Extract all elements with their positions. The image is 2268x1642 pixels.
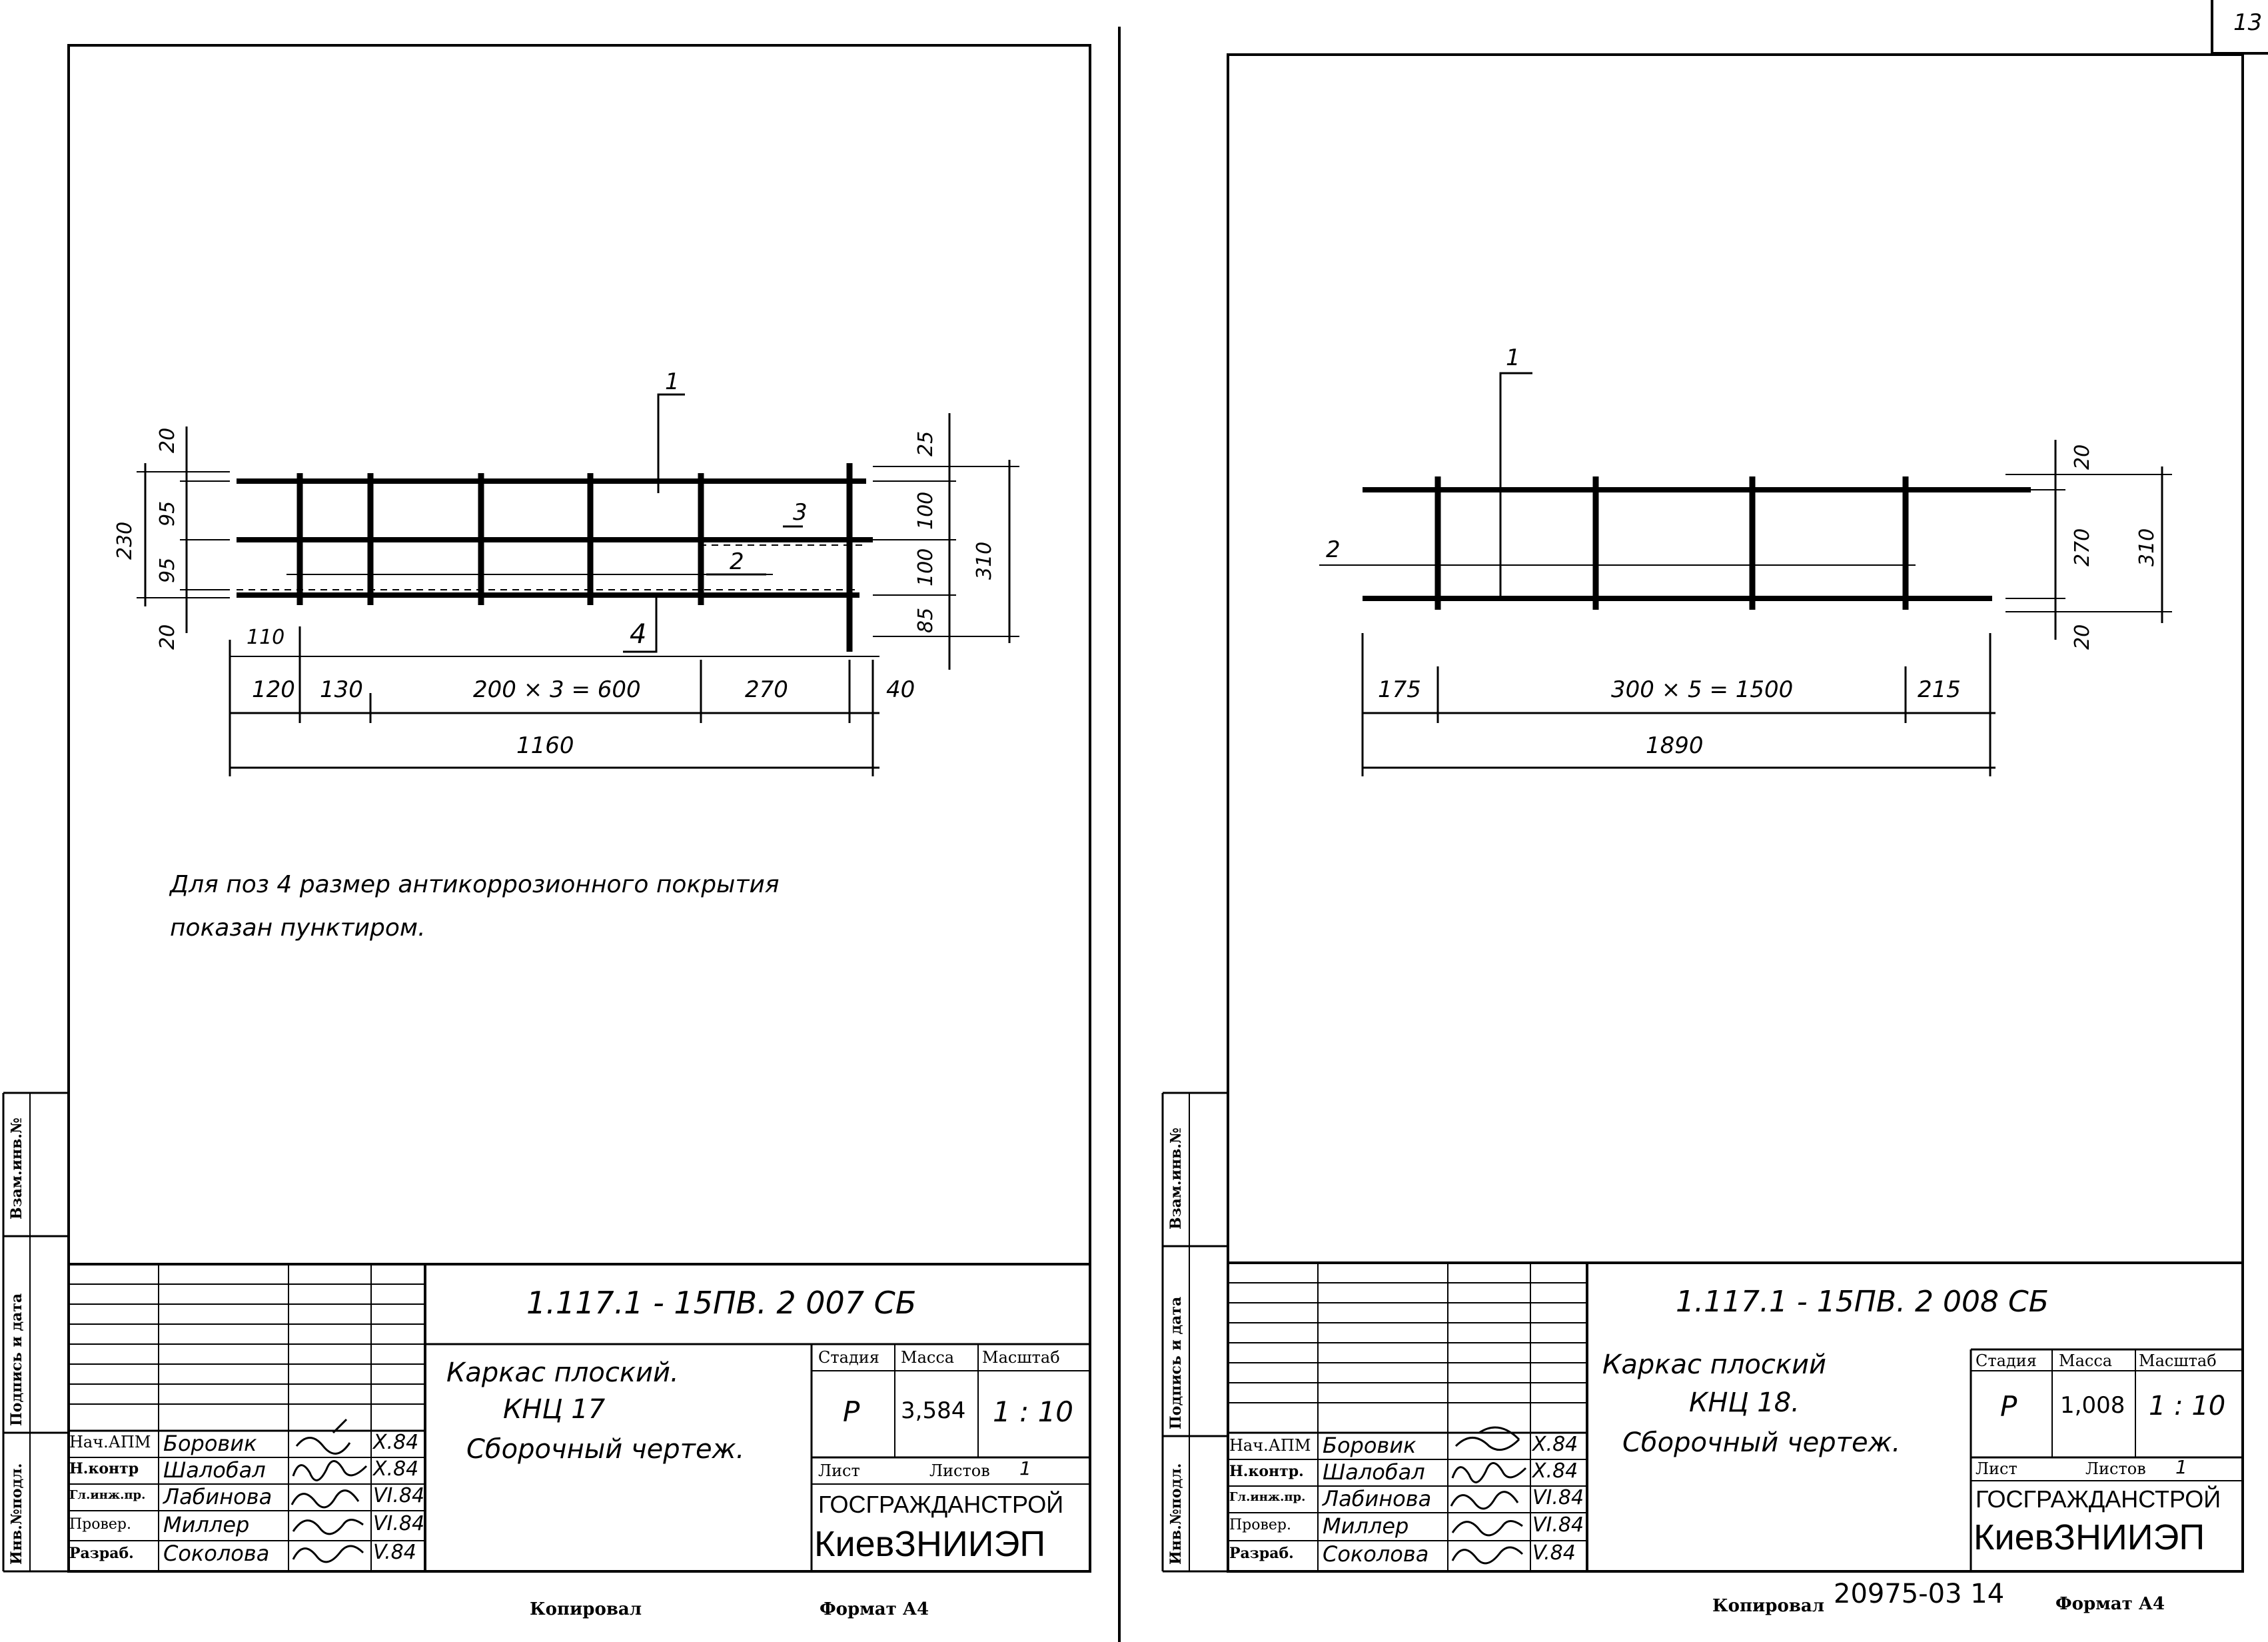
drawing-designation: 1.117.1 - 15ПВ. 2 008 СБ — [1676, 1285, 2049, 1319]
dim-label: 110 — [247, 626, 285, 649]
signatures-left — [290, 1418, 368, 1563]
signer-date: VI.84 — [1532, 1513, 1584, 1537]
leader-label: 2 — [1326, 536, 1341, 563]
signer-role: Провер. — [1229, 1517, 1291, 1533]
signer-name: Лабинова — [163, 1484, 273, 1509]
signer-date: X.84 — [1532, 1459, 1578, 1483]
dim-label: 1890 — [1646, 732, 1704, 759]
dim-label: 40 — [886, 676, 915, 703]
mass-value: 3,584 — [901, 1397, 966, 1424]
footer-format-label: Формат А4 — [820, 1599, 929, 1619]
signer-date: VI.84 — [373, 1484, 425, 1507]
stage-value: Р — [2000, 1390, 2017, 1423]
leader-label: 4 — [630, 619, 647, 650]
leader-label: 3 — [793, 499, 808, 526]
leader-label: 1 — [665, 369, 680, 395]
signer-role: Нач.АПМ — [1229, 1436, 1311, 1455]
stage-value: Р — [843, 1395, 860, 1428]
leader-label: 1 — [1506, 345, 1520, 371]
leader-label: 2 — [730, 548, 744, 575]
sheet-label: Лист — [818, 1461, 860, 1480]
signer-date: V.84 — [1532, 1541, 1576, 1565]
dim-label: 215 — [1918, 676, 1961, 703]
drawing-name-line: Каркас плоский. — [446, 1357, 679, 1388]
dim-label: 300 × 5 = 1500 — [1611, 676, 1794, 703]
signer-role: Разраб. — [69, 1545, 134, 1562]
page-number: 13 — [2233, 9, 2263, 36]
signer-name: Соколова — [163, 1541, 270, 1566]
org-name-line1: ГОСГРАЖДАНСТРОЙ — [818, 1491, 1064, 1518]
dim-label: 1160 — [516, 732, 574, 759]
sheets-label: Листов — [929, 1461, 990, 1480]
signer-name: Шалобал — [163, 1457, 266, 1483]
sheet-label: Лист — [1976, 1459, 2017, 1478]
signer-name: Миллер — [1323, 1513, 1409, 1539]
drawing-frame-left — [2, 44, 1091, 1573]
signer-date: V.84 — [373, 1541, 416, 1564]
dim-label: 120 — [252, 676, 295, 703]
signer-name: Лабинова — [1323, 1486, 1432, 1511]
signer-role: Разраб. — [1229, 1545, 1294, 1562]
drawing-designation: 1.117.1 - 15ПВ. 2 007 СБ — [526, 1285, 917, 1321]
dim-label: 175 — [1378, 676, 1421, 703]
signer-name: Боровик — [1323, 1433, 1417, 1458]
footer-format-label: Формат А4 — [2055, 1594, 2165, 1614]
drawing-name-line: Каркас плоский — [1602, 1349, 1827, 1380]
dim-label: 270 — [745, 676, 788, 703]
sheets-value: 1 — [2175, 1456, 2187, 1478]
drawing-name-line: КНЦ 17 — [503, 1394, 606, 1425]
footer-copied-label: Копировал — [530, 1599, 642, 1619]
signer-name: Боровик — [163, 1431, 257, 1456]
footer-copied-label: Копировал — [1712, 1596, 1825, 1616]
signer-role: Н.контр. — [1229, 1463, 1304, 1480]
frame-drawing-knc17 — [137, 393, 1019, 776]
signatures-right — [1450, 1426, 1527, 1565]
archive-stamp: 20975-03 14 — [1834, 1579, 2005, 1609]
signer-date: X.84 — [373, 1457, 419, 1481]
signer-date: VI.84 — [373, 1512, 425, 1535]
scale-value: 1 : 10 — [993, 1395, 1074, 1428]
signer-name: Шалобал — [1323, 1459, 1425, 1485]
mass-label: Масса — [2059, 1351, 2113, 1370]
signer-role: Гл.инж.пр. — [1229, 1490, 1306, 1504]
signer-role: Н.контр — [69, 1460, 139, 1477]
drawing-name-line: КНЦ 18. — [1689, 1387, 1800, 1418]
scale-value: 1 : 10 — [2149, 1391, 2226, 1421]
note-line: Для поз 4 размер антикоррозионного покры… — [170, 871, 780, 898]
sheets-value: 1 — [1019, 1457, 1031, 1479]
drawing-name-line: Сборочный чертеж. — [1622, 1427, 1901, 1458]
signer-role: Провер. — [69, 1516, 131, 1533]
org-name-line2: КиевЗНИИЭП — [814, 1524, 1046, 1564]
signer-name: Соколова — [1323, 1541, 1429, 1567]
signer-date: X.84 — [1532, 1433, 1578, 1456]
scale-label: Масштаб — [2139, 1351, 2217, 1370]
signer-name: Миллер — [163, 1512, 250, 1537]
scale-label: Масштаб — [982, 1348, 1060, 1367]
drawing-frame-right — [1161, 53, 2244, 1573]
mass-label: Масса — [901, 1348, 955, 1367]
org-name-line1: ГОСГРАЖДАНСТРОЙ — [1976, 1485, 2221, 1513]
note-line: показан пунктиром. — [170, 914, 426, 942]
mass-value: 1,008 — [2060, 1392, 2125, 1419]
org-name-line2: КиевЗНИИЭП — [1974, 1517, 2205, 1557]
stage-label: Стадия — [818, 1348, 879, 1367]
signer-date: VI.84 — [1532, 1486, 1584, 1509]
stage-label: Стадия — [1976, 1351, 2037, 1370]
frame-drawing-knc18 — [1319, 372, 2172, 776]
drawing-sheet-right: 175 300 × 5 = 1500 215 1890 20 270 20 31… — [1133, 0, 2268, 1642]
signer-role: Гл.инж.пр. — [69, 1488, 146, 1502]
sheets-label: Листов — [2085, 1459, 2146, 1478]
signer-role: Нач.АПМ — [69, 1433, 151, 1451]
drawing-name-line: Сборочный чертеж. — [466, 1434, 745, 1465]
signer-date: X.84 — [373, 1431, 419, 1454]
drawing-sheet-left: 110 120 130 200 × 3 = 600 270 40 1160 20… — [0, 0, 1119, 1642]
dim-label: 200 × 3 = 600 — [473, 676, 641, 703]
dim-label: 130 — [320, 676, 363, 703]
